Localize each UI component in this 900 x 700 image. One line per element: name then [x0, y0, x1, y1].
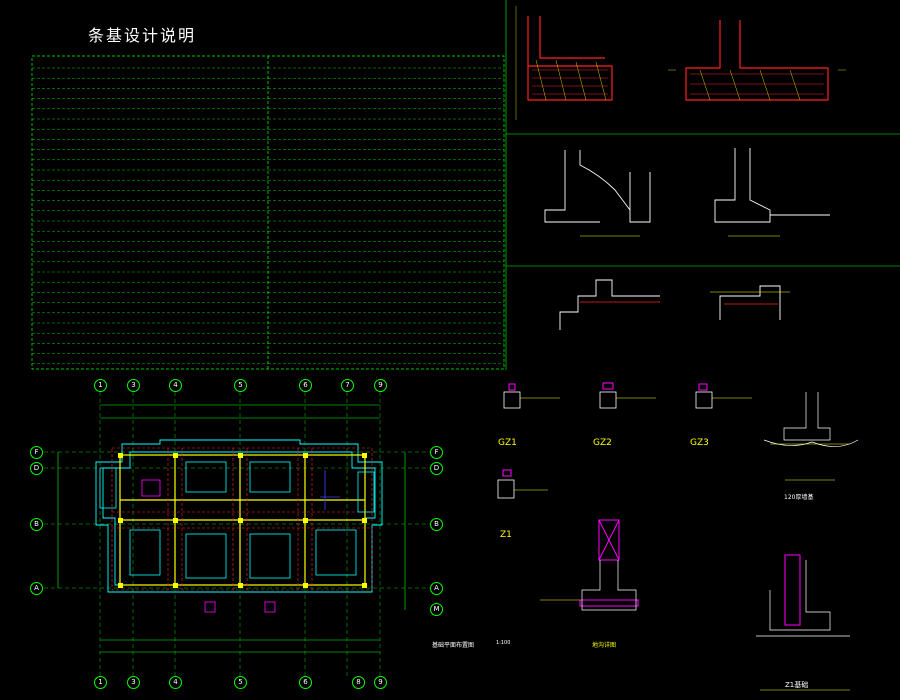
plan-scale: 1:100: [496, 640, 511, 646]
notes-title: 条基设计说明: [88, 26, 197, 45]
detail-120-label: 120厚墙基: [784, 494, 814, 501]
axis-bubble-left-D: D: [30, 462, 43, 475]
plan-column-pads: [141, 479, 276, 613]
column-label-gz1: GZ1: [498, 438, 517, 448]
plan-footing-outline: [95, 439, 383, 593]
panel-dividers: [505, 0, 900, 370]
column-sections: [497, 391, 713, 499]
axis-bubble-top-3: 3: [127, 379, 140, 392]
axis-bubble-left-F: F: [30, 446, 43, 459]
column-label-gz3: GZ3: [690, 438, 709, 448]
axis-bubble-bottom-9: 9: [374, 676, 387, 689]
axis-bubble-right-F: F: [430, 446, 443, 459]
axis-bubble-right-M: M: [430, 603, 443, 616]
plan-strip-footing-red: [111, 447, 373, 591]
axis-bubble-top-6: 6: [299, 379, 312, 392]
plan-dimension-lines: [57, 404, 406, 653]
ground-detail-yellow: [760, 443, 850, 691]
axis-bubble-bottom-4: 4: [169, 676, 182, 689]
ground-detail: [763, 392, 859, 447]
axis-bubble-bottom-8: 8: [352, 676, 365, 689]
detail-wall-foundation: [527, 16, 829, 101]
plan-columns: [118, 453, 367, 588]
leader-lines-yellow: [514, 397, 752, 601]
detail-z1-label: Z1基础: [785, 681, 809, 689]
detail-ditch-label: 地沟详图: [592, 642, 617, 649]
notes-table: [31, 55, 505, 370]
axis-bubble-top-7: 7: [341, 379, 354, 392]
axis-bubble-bottom-1: 1: [94, 676, 107, 689]
axis-bubble-top-5: 5: [234, 379, 247, 392]
axis-bubble-bottom-3: 3: [127, 676, 140, 689]
axis-bubble-top-9: 9: [374, 379, 387, 392]
axis-bubble-right-A: A: [430, 582, 443, 595]
axis-bubble-left-B: B: [30, 518, 43, 531]
column-label-gz2: GZ2: [593, 438, 612, 448]
detail-rebar: [532, 69, 824, 95]
notes-rows: [32, 67, 504, 364]
axis-bubble-bottom-6: 6: [299, 676, 312, 689]
column-sections-magenta: [502, 382, 801, 626]
detail-hatch-yellow: [515, 6, 846, 120]
axis-bubble-bottom-5: 5: [234, 676, 247, 689]
plan-rooms: [99, 461, 375, 579]
axis-bubble-right-B: B: [430, 518, 443, 531]
axis-bubble-top-1: 1: [94, 379, 107, 392]
detail-red-bars: [580, 301, 778, 305]
column-label-z1: Z1: [500, 530, 512, 540]
column-section-footing: [581, 560, 850, 637]
detail-yellow-dims: [580, 235, 790, 293]
plan-lines-blue: [320, 470, 340, 510]
axis-bubble-top-4: 4: [169, 379, 182, 392]
plan-title: 基础平面布置图: [432, 642, 475, 649]
detail-stepped-walls: [544, 148, 830, 330]
axis-bubble-right-D: D: [430, 462, 443, 475]
axis-bubble-left-A: A: [30, 582, 43, 595]
